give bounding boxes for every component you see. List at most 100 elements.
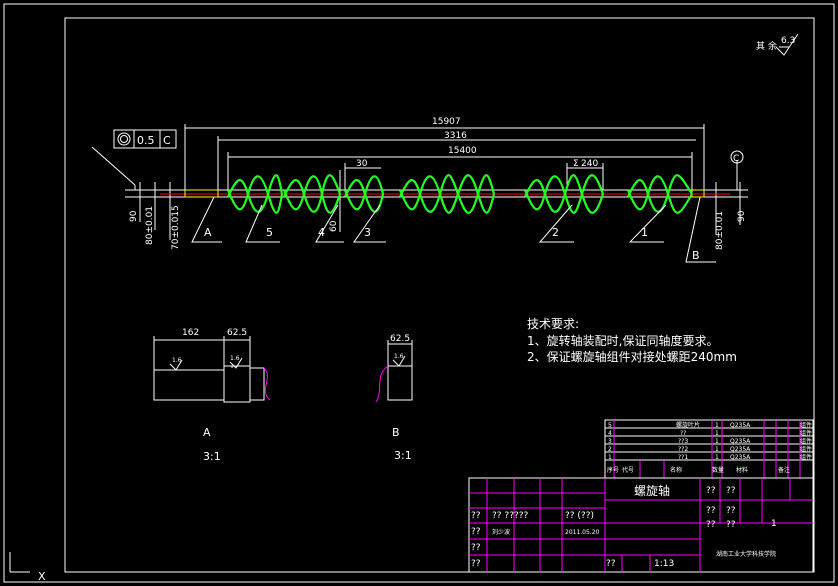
parts-row-3-name: ??3 (678, 438, 688, 445)
title-q-5: ?? (706, 520, 716, 530)
parts-row-4-name: ?? (680, 430, 686, 437)
detail-a: 162 62.5 1.6 1.6 A 3:1 (153, 328, 271, 463)
tolerance-datum: C (163, 134, 171, 147)
part-number-2: 2 (552, 226, 559, 239)
parts-row-4-no: 4 (608, 430, 612, 437)
parts-header-qty: 数量 (712, 466, 724, 474)
roughness-value: 6.3 (781, 36, 795, 46)
detail-b-scale: 3:1 (394, 449, 412, 462)
sheet-number: 1 (771, 519, 777, 529)
tech-req-item-2: 2、保证螺旋轴组件对接处螺距240mm (527, 349, 737, 364)
drawing-title: 螺旋轴 (634, 483, 670, 498)
parts-row-3-mat: Q235A (730, 438, 751, 445)
parts-row-5-no: 5 (608, 422, 612, 429)
dim-center-60: 60 (329, 220, 339, 232)
title-q-4: ?? (726, 506, 736, 516)
title-q-7: ?? (471, 511, 481, 521)
part-number-4: 4 (318, 226, 325, 239)
title-q-10: ?? (471, 527, 481, 537)
roughness-symbol: 6.3 其 余 (756, 33, 799, 56)
parts-header-note: 备注 (778, 466, 790, 474)
svg-text:C: C (733, 154, 739, 164)
title-q-11: ?? (471, 543, 481, 553)
detail-b-label: B (392, 426, 400, 439)
detail-a-r2: 1.6 (230, 355, 240, 362)
parts-row-2-no: 2 (608, 446, 612, 453)
parts-row-3-note: 组件 (800, 437, 812, 445)
design-date: 2011.05.20 (565, 529, 600, 536)
parts-row-4-note: 组件 (800, 429, 812, 437)
dim-mid: 3316 (444, 131, 467, 141)
parts-row-4-qty: 1 (715, 430, 719, 437)
part-leaders (191, 196, 716, 263)
shaft (160, 189, 730, 198)
outer-border (3, 3, 835, 583)
parts-row-1-no: 1 (608, 454, 612, 461)
part-number-5: 5 (266, 226, 273, 239)
parts-row-5-note: 组件 (800, 421, 812, 429)
tolerance-frame: 0.5 C (91, 129, 177, 190)
dim-left-80: 80±0.01 (145, 206, 155, 245)
title-q-6: ?? (726, 520, 736, 530)
dimension-lines (125, 124, 748, 240)
parts-row-1-note: 组件 (800, 453, 812, 461)
parts-row-2-mat: Q235A (730, 446, 751, 453)
parts-row-1-name: ??1 (678, 454, 688, 461)
parts-row-3-no: 3 (608, 438, 612, 445)
dim-overall: 15907 (432, 117, 461, 127)
section-letter-a: A (204, 226, 212, 239)
detail-b-d1: 62.5 (390, 334, 410, 344)
title-q-9: ?? (??) (565, 511, 594, 521)
inner-border (64, 17, 815, 573)
dim-left-70: 70±0.015 (171, 205, 181, 250)
datum-c-marker: C (730, 150, 744, 164)
title-q-2: ?? (726, 486, 736, 496)
parts-header-code: 代号 (622, 466, 634, 474)
part-number-1: 1 (641, 226, 648, 239)
dim-pitch: 240 (581, 159, 598, 169)
detail-b-r1: 1.6 (394, 353, 404, 360)
title-q-8: ?? ????? (492, 511, 529, 521)
dim-right-80: 80±0.01 (715, 211, 725, 250)
parts-row-1-qty: 1 (715, 454, 719, 461)
parts-list: 5 螺旋叶片 1 Q235A 组件 4 ?? 1 组件 3 ??3 1 Q235… (604, 419, 814, 479)
tech-req-item-1: 1、旋转轴装配时,保证同轴度要求。 (527, 333, 718, 348)
title-q-13: ?? (606, 559, 616, 569)
detail-a-scale: 3:1 (203, 450, 221, 463)
part-number-3: 3 (364, 226, 371, 239)
helix-flights (226, 174, 693, 214)
roughness-label: 其 余 (756, 40, 777, 52)
detail-a-label: A (203, 426, 211, 439)
school-name: 湖南工业大学科技学院 (716, 550, 776, 558)
parts-header-name: 名称 (670, 466, 682, 474)
dim-right-90: 90 (737, 210, 747, 222)
dim-left-90: 90 (129, 210, 139, 222)
dim-pitch-prefix: Σ (573, 159, 579, 169)
title-q-1: ?? (706, 486, 716, 496)
tolerance-value: 0.5 (137, 134, 155, 147)
title-q-3: ?? (706, 506, 716, 516)
detail-a-r1: 1.6 (172, 357, 182, 364)
parts-row-5-name: 螺旋叶片 (676, 421, 700, 429)
dim-segment: 30 (356, 159, 368, 169)
parts-row-2-note: 组件 (800, 445, 812, 453)
title-block: 螺旋轴 ?? ?? ?? ?? ?? ?? 1 ?? ?? ????? ?? (… (468, 477, 814, 573)
designer: 刘少波 (492, 528, 510, 536)
parts-header-no: 序号 (607, 466, 619, 474)
parts-row-1-mat: Q235A (730, 454, 751, 461)
dim-inner: 15400 (448, 146, 477, 156)
tech-req-title: 技术要求: (527, 317, 579, 331)
title-q-12: ?? (471, 559, 481, 569)
detail-a-d1: 162 (182, 328, 199, 338)
detail-a-d2: 62.5 (227, 328, 247, 338)
parts-header-mat: 材料 (736, 466, 748, 474)
parts-row-5-mat: Q235A (730, 422, 751, 429)
ucs-x: X (38, 570, 46, 583)
drawing-scale: 1:13 (654, 559, 674, 569)
detail-b: 62.5 1.6 B 3:1 (375, 334, 413, 462)
section-letter-b: B (692, 249, 700, 262)
parts-row-2-name: ??2 (678, 446, 688, 453)
parts-row-5-qty: 1 (715, 422, 719, 429)
parts-row-3-qty: 1 (715, 438, 719, 445)
